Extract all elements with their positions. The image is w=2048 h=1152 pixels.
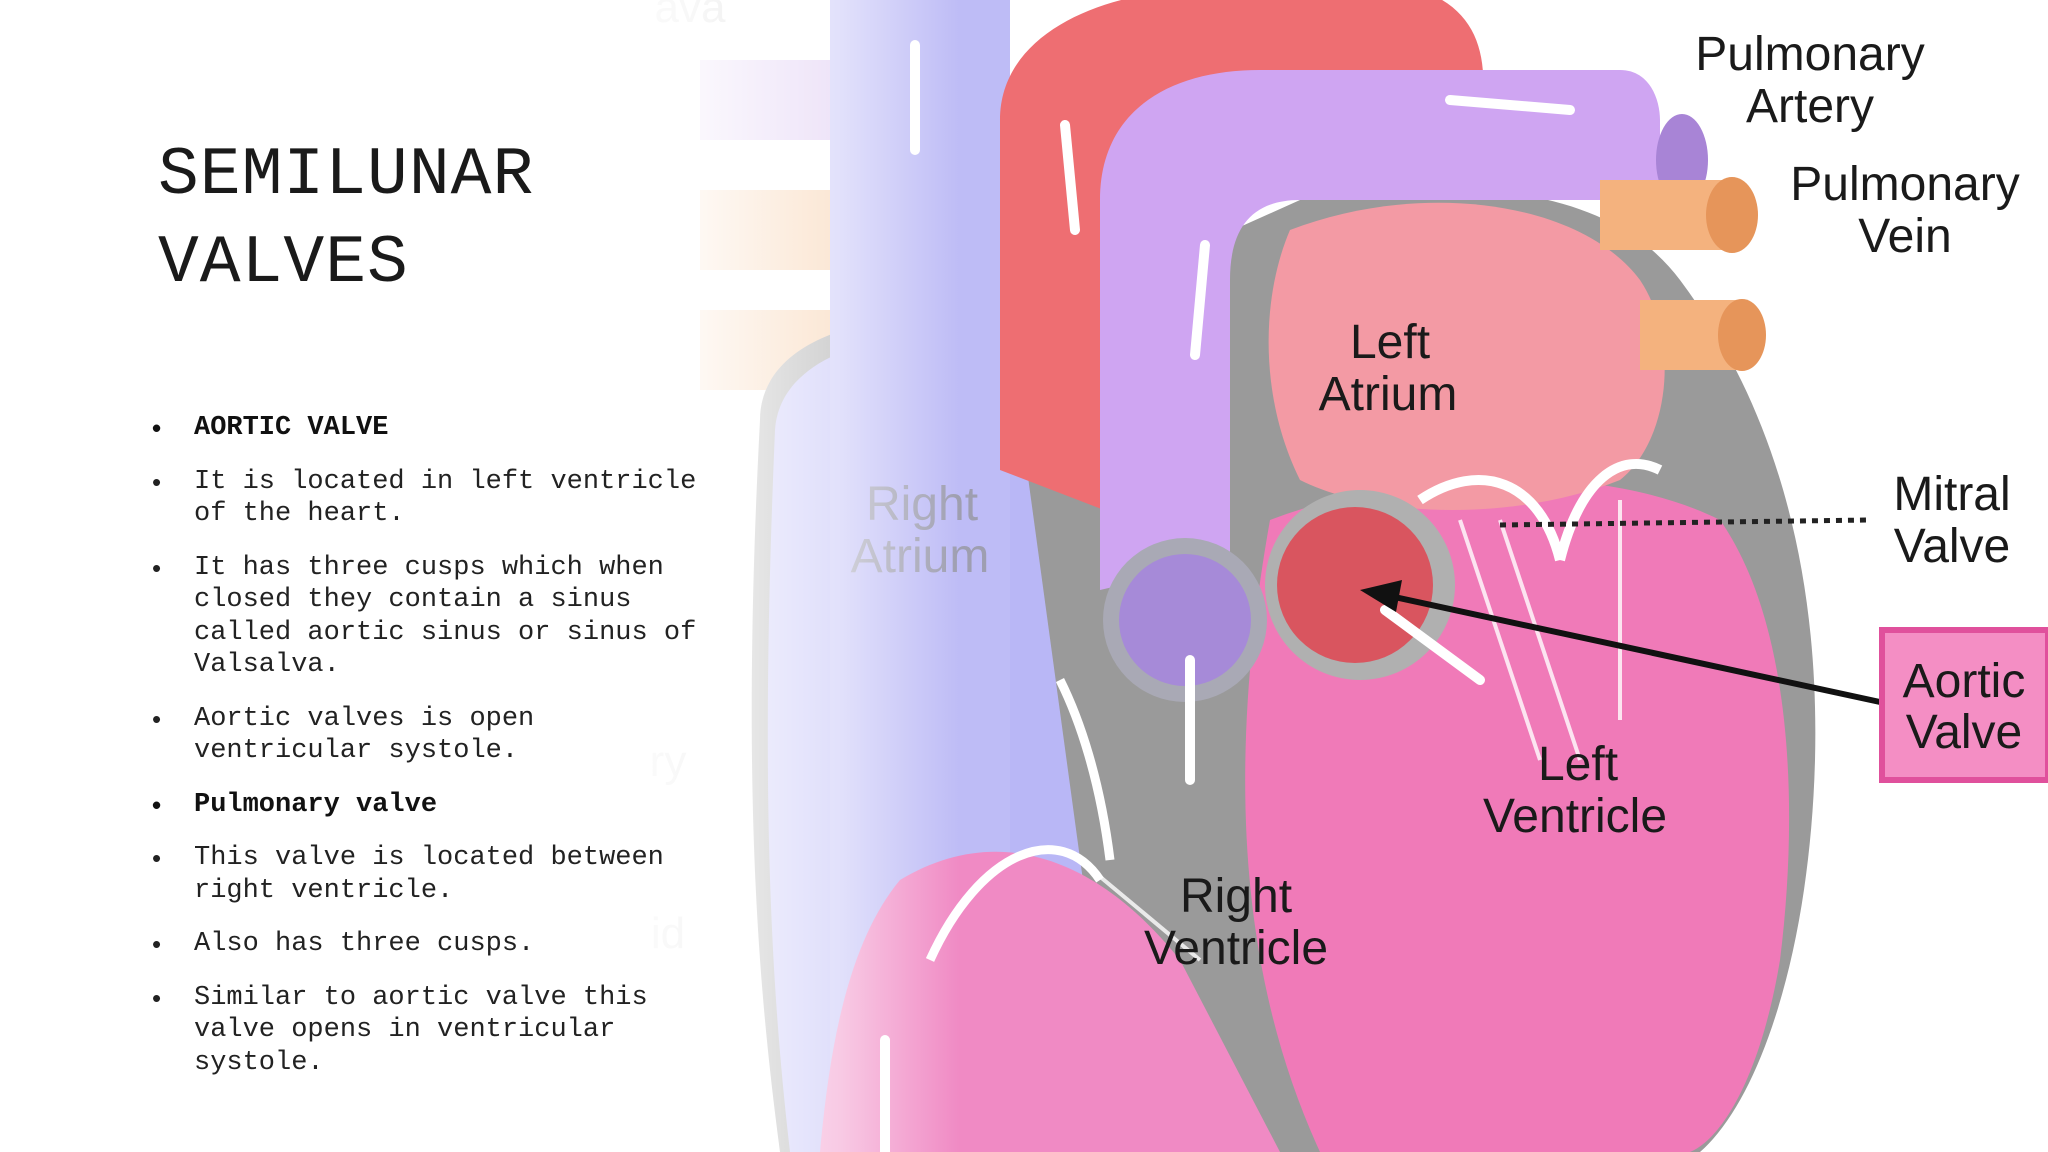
label-left-ventricle-2: Ventricle	[1483, 790, 1667, 843]
chordae	[1078, 500, 1622, 962]
bullet-item: Aortic valves is open ventricular systol…	[152, 703, 772, 768]
pulmonary-veins	[1600, 177, 1766, 371]
label-right-ventricle-1: Right	[1180, 870, 1292, 923]
label-left-atrium-1: Left	[1350, 316, 1430, 369]
bullet-item: Similar to aortic valve this valve opens…	[152, 982, 772, 1080]
label-pulmonary-vein-2: Vein	[1858, 210, 1951, 263]
label-mitral-valve-2: Valve	[1894, 520, 2011, 573]
label-aortic-valve-2: Valve	[1906, 706, 2023, 759]
left-atrium	[1268, 202, 1665, 511]
label-pulmonary-vein-1: Pulmonary	[1790, 158, 2019, 211]
label-left-atrium-2: Atrium	[1319, 368, 1458, 421]
aortic-valve-disc	[1277, 507, 1433, 663]
label-mitral-valve-1: Mitral	[1893, 468, 2010, 521]
aortic-valve-label-box	[1879, 627, 2048, 783]
pulmonary-artery	[1100, 70, 1660, 590]
bullet-item: AORTIC VALVE	[152, 412, 772, 445]
aortic-valve-pointer-head	[1360, 580, 1402, 612]
aortic-valve-pointer	[1384, 592, 1881, 705]
slide-title: SEMILUNAR VALVES	[158, 137, 535, 302]
bullet-item: Also has three cusps.	[152, 928, 772, 961]
label-left-ventricle-1: Left	[1538, 738, 1618, 791]
bullet-item: Pulmonary valve	[152, 789, 772, 822]
bullet-item: It has three cusps which when closed the…	[152, 552, 772, 682]
bullet-item: It is located in left ventricle of the h…	[152, 466, 772, 531]
label-right-ventricle-2: Ventricle	[1144, 922, 1328, 975]
label-pulmonary-artery-2: Artery	[1746, 80, 1874, 133]
label-right-atrium-1: Right	[866, 478, 978, 531]
pulmonary-valve-disc	[1119, 554, 1251, 686]
mitral-valve	[1417, 459, 1663, 562]
label-aortic-valve-1: Aortic	[1903, 655, 2026, 708]
label-right-atrium-2: Atrium	[851, 530, 990, 583]
bullet-list: AORTIC VALVE It is located in left ventri…	[152, 412, 772, 1100]
bullet-item: This valve is located between right vent…	[152, 842, 772, 907]
mitral-valve-leader	[1499, 517, 1871, 528]
label-cut-top: ava	[655, 0, 726, 32]
label-pulmonary-artery-1: Pulmonary	[1695, 28, 1924, 81]
